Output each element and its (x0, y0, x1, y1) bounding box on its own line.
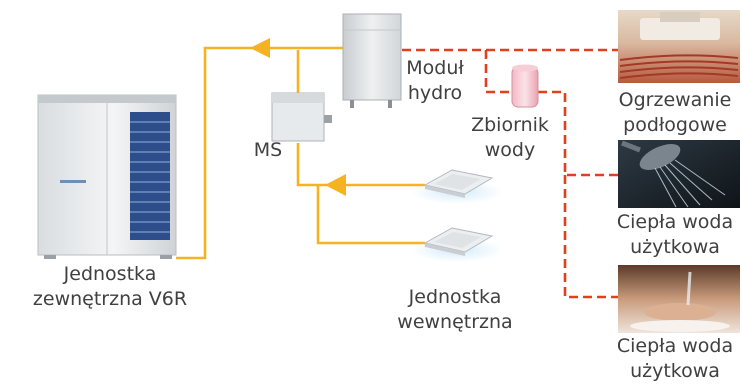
ms-box-icon (271, 92, 332, 142)
floor-heating-label-line1: Ogrzewanie (618, 89, 732, 111)
refrigerant-line-indoor-2 (316, 185, 425, 245)
hot-water-label-1: Ciepła woda użytkowa (610, 210, 740, 260)
refrigerant-line-ms-down (296, 143, 425, 187)
water-tank-label: Zbiornik wody (455, 113, 565, 163)
hydro-module-label-line2: hydro (407, 82, 463, 104)
hot-water-label-2: Ciepła woda użytkowa (610, 334, 740, 384)
hot-water-label-1-line1: Ciepła woda (616, 211, 734, 233)
flow-arrow-indoor-icon (325, 174, 346, 196)
vrf-outdoor-unit-icon (37, 94, 177, 259)
water-line-tank (484, 50, 515, 94)
floor-heating-label: Ogrzewanie podłogowe (610, 88, 740, 138)
hot-water-label-2-line1: Ciepła woda (616, 335, 734, 357)
hydro-module-icon (342, 13, 402, 108)
refrigerant-line-main (176, 46, 343, 260)
hot-water-label-1-line2: użytkowa (630, 236, 720, 258)
indoor-unit-label-line1: Jednostka (408, 286, 502, 308)
indoor-unit-label-line2: wewnętrzna (397, 311, 513, 333)
outdoor-unit-label-line1: Jednostka (63, 263, 157, 285)
ms-box-label: MS (248, 138, 288, 163)
hydro-module-label-line1: Moduł (406, 57, 464, 79)
water-line-hot-water-2 (563, 175, 618, 299)
floor-heating-label-line2: podłogowe (623, 114, 727, 136)
hand-wash-photo (618, 265, 740, 333)
ms-box-label-text: MS (253, 139, 283, 161)
water-tank-label-line2: wody (484, 139, 536, 161)
indoor-unit-label: Jednostka wewnętrzna (385, 285, 525, 335)
refrigerant-lines (176, 46, 425, 260)
water-tank-label-line1: Zbiornik (471, 114, 549, 136)
cassette-indoor-unit-2-icon (411, 227, 503, 262)
flow-arrow-top-icon (250, 38, 270, 58)
outdoor-unit-label: Jednostka zewnętrzna V6R (5, 262, 215, 312)
cassette-indoor-unit-icon (411, 169, 503, 204)
outdoor-unit-label-line2: zewnętrzna V6R (32, 288, 188, 310)
hot-water-label-2-line2: użytkowa (630, 360, 720, 382)
water-lines (402, 48, 618, 299)
hydro-module-label: Moduł hydro (395, 56, 475, 106)
floor-heating-photo (618, 10, 740, 83)
water-tank-icon (511, 64, 539, 108)
shower-photo (618, 140, 740, 208)
